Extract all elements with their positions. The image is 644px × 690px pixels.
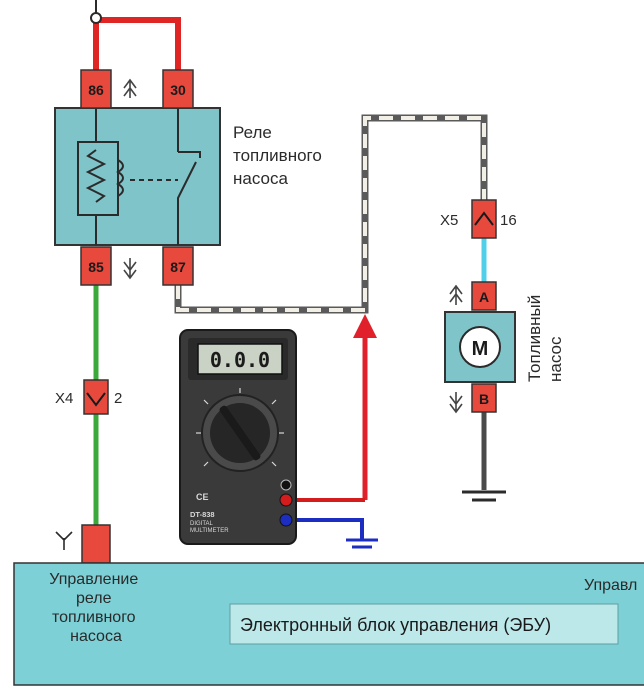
relay-box <box>54 107 221 246</box>
multimeter: 0.0.0 CE DT-838 DIGITAL MULTIMETER <box>179 329 297 545</box>
ecu-block: Электронный блок управления (ЭБУ) Управл… <box>13 562 644 686</box>
dashed-supply-wire <box>174 114 488 314</box>
left-ground-symbol <box>55 531 73 550</box>
jack-v-ohm <box>279 493 293 507</box>
svg-text:X4: X4 <box>55 390 73 407</box>
svg-text:16: 16 <box>500 212 517 229</box>
down-arrows-icon <box>123 258 137 280</box>
svg-text:86: 86 <box>88 82 104 98</box>
blue-probe-wire <box>290 518 378 549</box>
ecu-pin <box>81 524 111 564</box>
relay-pin-85: 85 <box>80 246 112 286</box>
relay-pin-86: 86 <box>80 69 112 109</box>
motor-icon: M <box>472 338 489 360</box>
pump-down-arrows-icon <box>449 392 463 414</box>
svg-text:X5: X5 <box>440 212 458 229</box>
relay-pin-87: 87 <box>162 246 194 286</box>
lcd-display <box>197 343 283 375</box>
svg-text:85: 85 <box>88 259 104 275</box>
fuel-pump: A M B <box>444 281 516 413</box>
svg-text:DT-838: DT-838 <box>190 510 215 519</box>
connector-x4: X4 2 <box>55 379 122 415</box>
svg-text:DIGITAL MULTIMETER: DIGITAL MULTIMETER <box>190 521 229 534</box>
relay-title: Реле топливного насоса <box>233 123 327 188</box>
jack-a <box>280 479 292 491</box>
red-jumper-wire <box>90 0 181 70</box>
measurement-arrow <box>353 314 377 500</box>
pump-up-arrows-icon <box>449 284 463 305</box>
svg-text:87: 87 <box>170 259 186 275</box>
pump-ground <box>462 412 506 502</box>
svg-text:CE: CE <box>196 492 209 502</box>
ecu-left-label: Управление реле топливного насоса <box>49 571 142 645</box>
fuel-pump-title: Топливный насос <box>525 290 565 382</box>
ecu-right-label: Управл <box>584 577 637 594</box>
svg-text:30: 30 <box>170 82 186 98</box>
svg-text:A: A <box>479 289 489 305</box>
svg-text:B: B <box>479 391 489 407</box>
up-arrows-icon <box>123 78 137 98</box>
svg-text:2: 2 <box>114 390 122 407</box>
relay-pin-30: 30 <box>162 69 194 109</box>
ecu-title: Электронный блок управления (ЭБУ) <box>240 615 551 635</box>
svg-text:0.0.0: 0.0.0 <box>210 348 270 372</box>
connector-x5: X5 16 <box>440 199 517 239</box>
jack-com <box>279 513 293 527</box>
